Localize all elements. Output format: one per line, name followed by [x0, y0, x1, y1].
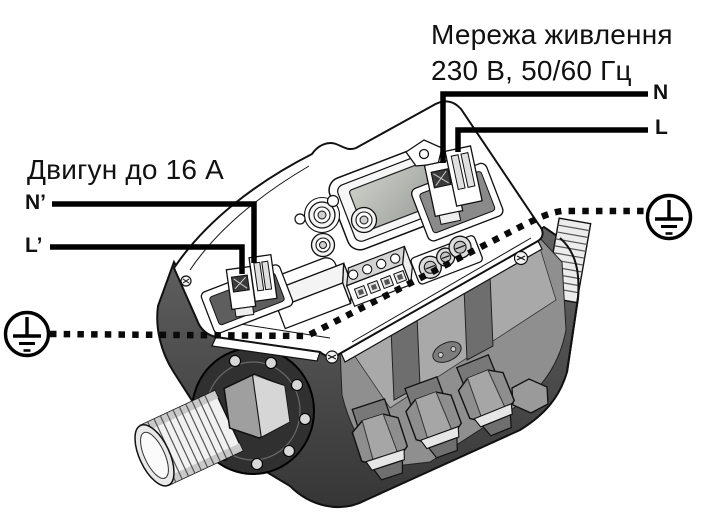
power-wire-l-label: L	[655, 116, 668, 139]
lid-hole-1	[294, 213, 306, 225]
inlet-thread	[134, 389, 244, 487]
power-supply-label-line1: Мережа живлення	[431, 19, 673, 50]
power-neutral-wire	[440, 91, 648, 163]
adjustment-knob-1	[303, 196, 341, 234]
lid-screw-2	[325, 350, 339, 364]
terminal-block-4pin	[345, 245, 413, 308]
adjustment-knob-3	[350, 206, 378, 234]
flange-nut	[223, 373, 291, 439]
motor-connector-a	[225, 265, 257, 318]
cable-gland-partial	[511, 378, 549, 414]
motor-label: Двигун до 16 А	[27, 154, 225, 185]
cable-gland-left	[351, 398, 409, 481]
ground-terminal-screws	[410, 235, 483, 285]
lid-hole-2	[326, 194, 340, 208]
motor-connector-b	[248, 253, 278, 303]
lid-screw-3	[513, 250, 529, 266]
motor-line-wire	[50, 244, 245, 274]
lid-screw-1	[180, 275, 192, 287]
power-wire-n-label: N	[653, 81, 669, 104]
motor-wire-l-label: L’	[25, 234, 43, 257]
protective-earth-icon-right	[645, 193, 693, 241]
cable-gland-right	[455, 353, 516, 437]
cable-gland-middle	[404, 376, 463, 459]
power-supply-label-line2: 230 В, 50/60 Гц	[431, 55, 632, 86]
protective-earth-icon-left	[3, 310, 51, 358]
adjustment-knob-2	[310, 232, 336, 258]
earth-dotted-line	[49, 207, 645, 340]
power-line-wire	[455, 127, 648, 152]
motor-neutral-wire	[52, 201, 257, 263]
mounting-tab	[405, 139, 443, 167]
motor-wire-n-label: N’	[25, 191, 46, 214]
